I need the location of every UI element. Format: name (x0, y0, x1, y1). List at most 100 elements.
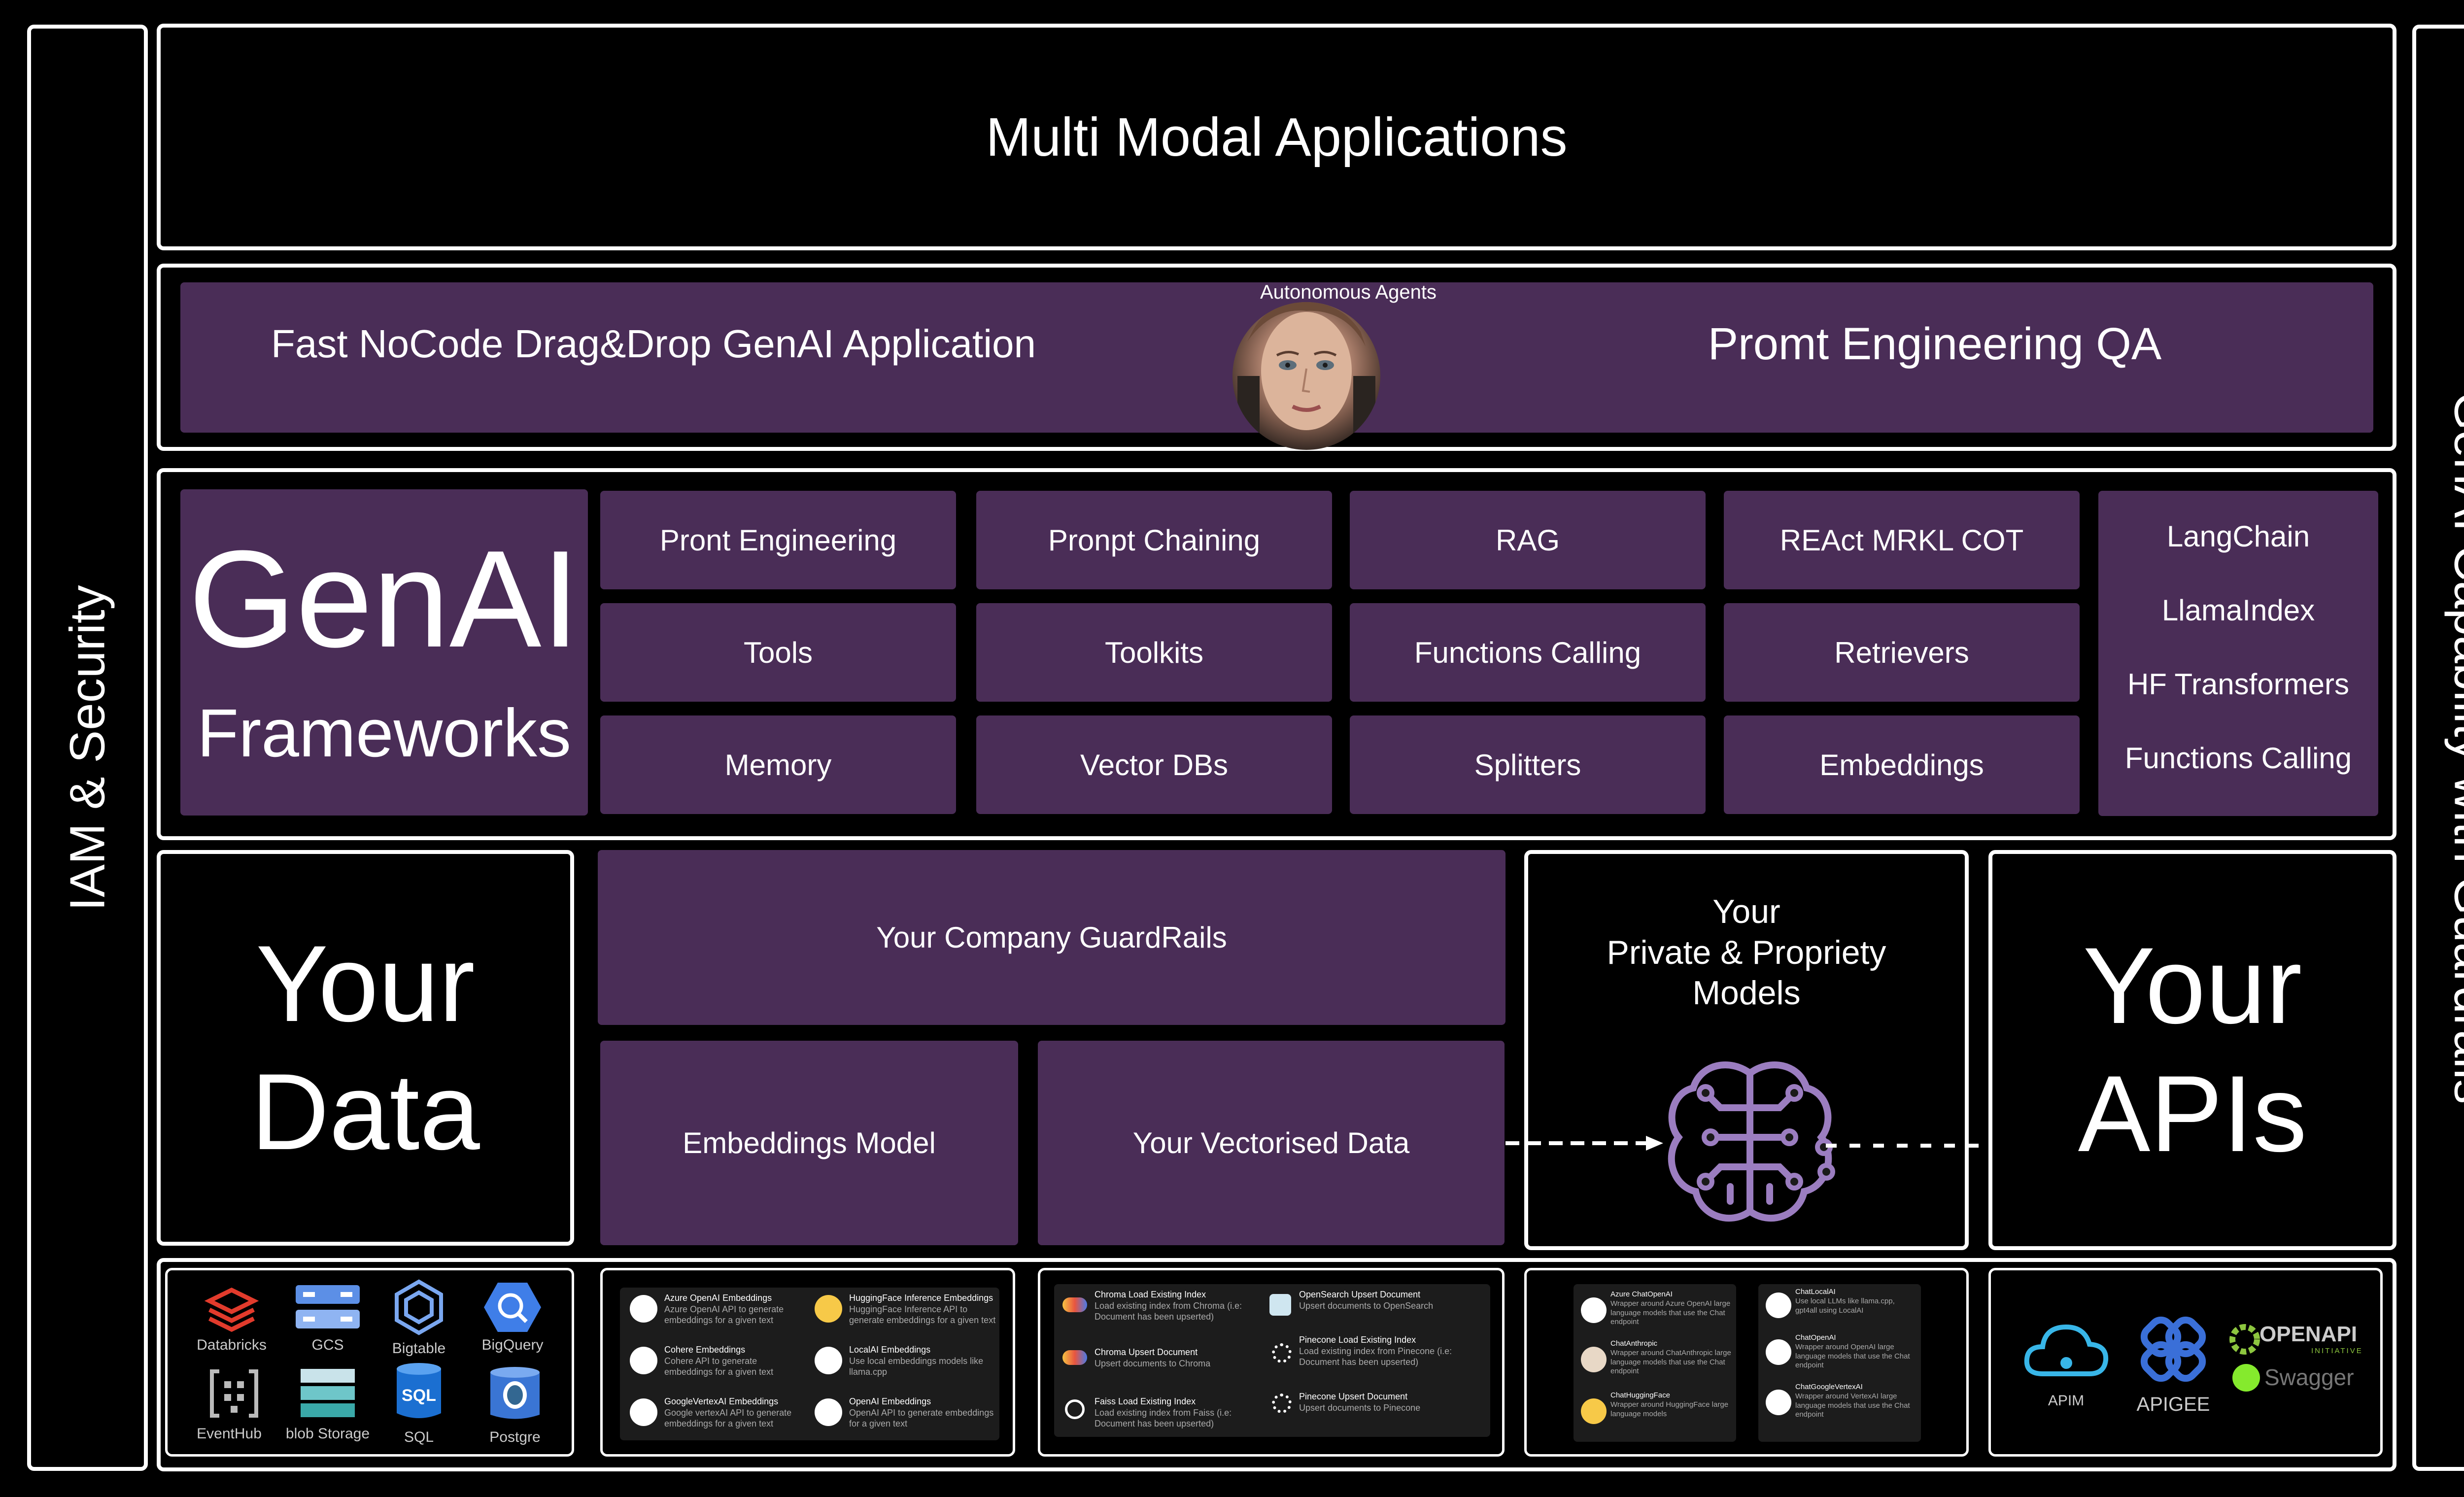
embeddings-item-desc: OpenAI API to generate embeddings for a … (849, 1407, 994, 1429)
functions-calling-cell: Functions Calling (1350, 603, 1706, 702)
chat-model-item-title: ChatHuggingFace (1610, 1391, 1670, 1399)
chat-model-item: ChatHuggingFace Wrapper around HuggingFa… (1610, 1391, 1734, 1419)
libraries-box: LangChain LlamaIndex HF Transformers Fun… (2098, 491, 2378, 816)
localai-chat-icon (1766, 1293, 1791, 1318)
vector-store-item: OpenSearch Upsert Document Upsert docume… (1299, 1289, 1481, 1311)
embeddings-list-card (620, 1288, 999, 1440)
anthropic-chat-icon (1581, 1347, 1607, 1372)
brain-circuit-icon (1668, 1061, 1835, 1222)
apigee-icon (2140, 1316, 2206, 1382)
genai-capability-label: GenAI Capability with Guardrails (2444, 391, 2464, 1104)
vector-store-item-title: Pinecone Upsert Document (1299, 1392, 1408, 1401)
apim-cloud-icon (2024, 1324, 2109, 1376)
embeddings-item-desc: Azure OpenAI API to generate embeddings … (664, 1304, 784, 1326)
autonomous-agents-label: Autonomous Agents (1260, 281, 1437, 303)
pinecone-icon (1272, 1343, 1292, 1363)
retrievers-cell: Retrievers (1724, 603, 2080, 702)
chroma-icon (1062, 1350, 1087, 1365)
guardrails-box: Your Company GuardRails (598, 850, 1506, 1025)
azure-chat-icon (1581, 1297, 1607, 1323)
frameworks-subtitle: Frameworks (197, 695, 572, 772)
integrations-section (157, 1258, 2396, 1471)
nocode-app-label: Fast NoCode Drag&Drop GenAI Application (271, 322, 1036, 366)
embeddings-model-box: Embeddings Model (600, 1041, 1018, 1245)
embeddings-item: OpenAI Embeddings OpenAI API to generate… (849, 1396, 997, 1429)
embeddings-item-title: Cohere Embeddings (664, 1345, 746, 1355)
library-functions-calling: Functions Calling (2124, 741, 2352, 775)
frameworks-title: GenAI (188, 522, 580, 677)
agent-avatar (1232, 302, 1380, 450)
blob-storage-icon (301, 1369, 355, 1417)
iam-security-bar: IAM & Security (27, 25, 148, 1471)
embeddings-item: LocalAI Embeddings Use local embeddings … (849, 1344, 997, 1378)
swagger-icon (2232, 1364, 2260, 1392)
sql-icon: SQL (397, 1363, 441, 1418)
vector-store-item-desc: Load existing index from Pinecone (i.e: … (1299, 1346, 1452, 1367)
your-apis-line1: Your (2083, 925, 2302, 1047)
openai-chat-icon (1766, 1339, 1791, 1365)
svg-text:SQL: SQL (402, 1386, 436, 1405)
opensearch-icon (1269, 1294, 1291, 1316)
embeddings-item-title: LocalAI Embeddings (849, 1345, 931, 1355)
azure-openai-embeddings-icon (630, 1295, 657, 1323)
blob-storage-label: blob Storage (285, 1426, 370, 1442)
vector-store-item-title: OpenSearch Upsert Document (1299, 1290, 1421, 1299)
vector-store-item-title: Faiss Load Existing Index (1095, 1396, 1196, 1406)
frameworks-title-box: GenAI Frameworks (180, 489, 588, 816)
pinecone-icon (1272, 1394, 1292, 1413)
apim-label: APIM (2048, 1393, 2085, 1409)
chat-models-panel: Azure ChatOpenAI Wrapper around Azure Op… (1524, 1268, 1969, 1457)
eventhub-icon (210, 1369, 258, 1418)
databricks-label: Databricks (197, 1337, 267, 1353)
memory-cell: Memory (600, 715, 956, 814)
embeddings-item: HuggingFace Inference Embeddings Hugging… (849, 1293, 997, 1326)
eventhub-label: EventHub (197, 1426, 262, 1442)
embeddings-item-title: Azure OpenAI Embeddings (664, 1293, 772, 1303)
chat-model-item-title: ChatLocalAI (1795, 1288, 1836, 1296)
your-data-line2: Data (251, 1051, 480, 1172)
frameworks-section: GenAI Frameworks Pront Engineering Tools… (157, 468, 2396, 840)
chat-model-item-title: ChatOpenAI (1795, 1333, 1836, 1342)
embeddings-item-title: HuggingFace Inference Embeddings (849, 1293, 993, 1303)
openapi-logo-icon (2229, 1324, 2260, 1355)
faiss-icon (1065, 1399, 1085, 1419)
bigquery-icon (484, 1283, 541, 1332)
vector-store-panel: Chroma Load Existing Index Load existing… (1038, 1268, 1505, 1457)
model-to-apis-connector (1826, 1144, 1988, 1148)
your-data-box: Your Data (157, 850, 574, 1246)
applications-section: Fast NoCode Drag&Drop GenAI Application … (157, 264, 2396, 451)
embeddings-item-title: GoogleVertexAI Embeddings (664, 1396, 779, 1406)
private-models-line1: Your (1712, 892, 1780, 930)
rag-cell: RAG (1350, 491, 1706, 589)
vertexai-embeddings-icon (630, 1398, 657, 1426)
chat-model-item: ChatAnthropic Wrapper around ChatAnthrop… (1610, 1339, 1734, 1376)
chat-model-item: ChatLocalAI Use local LLMs like llama.cp… (1795, 1288, 1918, 1315)
api-tools-panel: APIM APIGEE OPENAPI INITIATIVE Swagger (1988, 1268, 2383, 1457)
splitters-cell: Splitters (1350, 715, 1706, 814)
vectorised-data-box: Your Vectorised Data (1038, 1041, 1505, 1245)
embeddings-item-desc: Google vertexAI API to generate embeddin… (664, 1407, 792, 1429)
vector-store-item-desc: Upsert documents to OpenSearch (1299, 1300, 1434, 1311)
initiative-label: INITIATIVE (2311, 1347, 2363, 1355)
vector-store-item-desc: Load existing index from Faiss (i.e: Doc… (1095, 1407, 1232, 1429)
embeddings-item-desc: HuggingFace Inference API to generate em… (849, 1304, 996, 1326)
apigee-label: APIGEE (2136, 1394, 2210, 1415)
vector-store-item: Chroma Load Existing Index Load existing… (1095, 1289, 1257, 1323)
multi-modal-section: Multi Modal Applications (157, 24, 2396, 250)
vector-store-item: Pinecone Upsert Document Upsert document… (1299, 1391, 1481, 1413)
genai-capability-bar: GenAI Capability with Guardrails (2412, 25, 2464, 1471)
vector-store-item-title: Chroma Load Existing Index (1095, 1290, 1206, 1299)
databricks-icon (205, 1287, 259, 1332)
your-apis-box: Your APIs (1988, 850, 2396, 1250)
vector-to-model-arrow (1506, 1136, 1663, 1151)
chat-model-item-desc: Wrapper around ChatAnthropic large langu… (1610, 1348, 1731, 1376)
vector-store-item-title: Chroma Upsert Document (1095, 1347, 1198, 1357)
vector-store-item-desc: Upsert documents to Chroma (1095, 1358, 1211, 1368)
data-sources-panel: Databricks GCS Bigtable BigQuery EventHu… (165, 1268, 574, 1457)
vector-dbs-cell: Vector DBs (976, 715, 1332, 814)
prompt-engineering-cell: Pront Engineering (600, 491, 956, 589)
vector-store-item-desc: Load existing index from Chroma (i.e: Do… (1095, 1300, 1242, 1322)
library-llamaindex: LlamaIndex (2161, 593, 2315, 627)
vector-store-item: Chroma Upsert Document Upsert documents … (1095, 1347, 1257, 1369)
library-hf-transformers: HF Transformers (2127, 667, 2350, 701)
